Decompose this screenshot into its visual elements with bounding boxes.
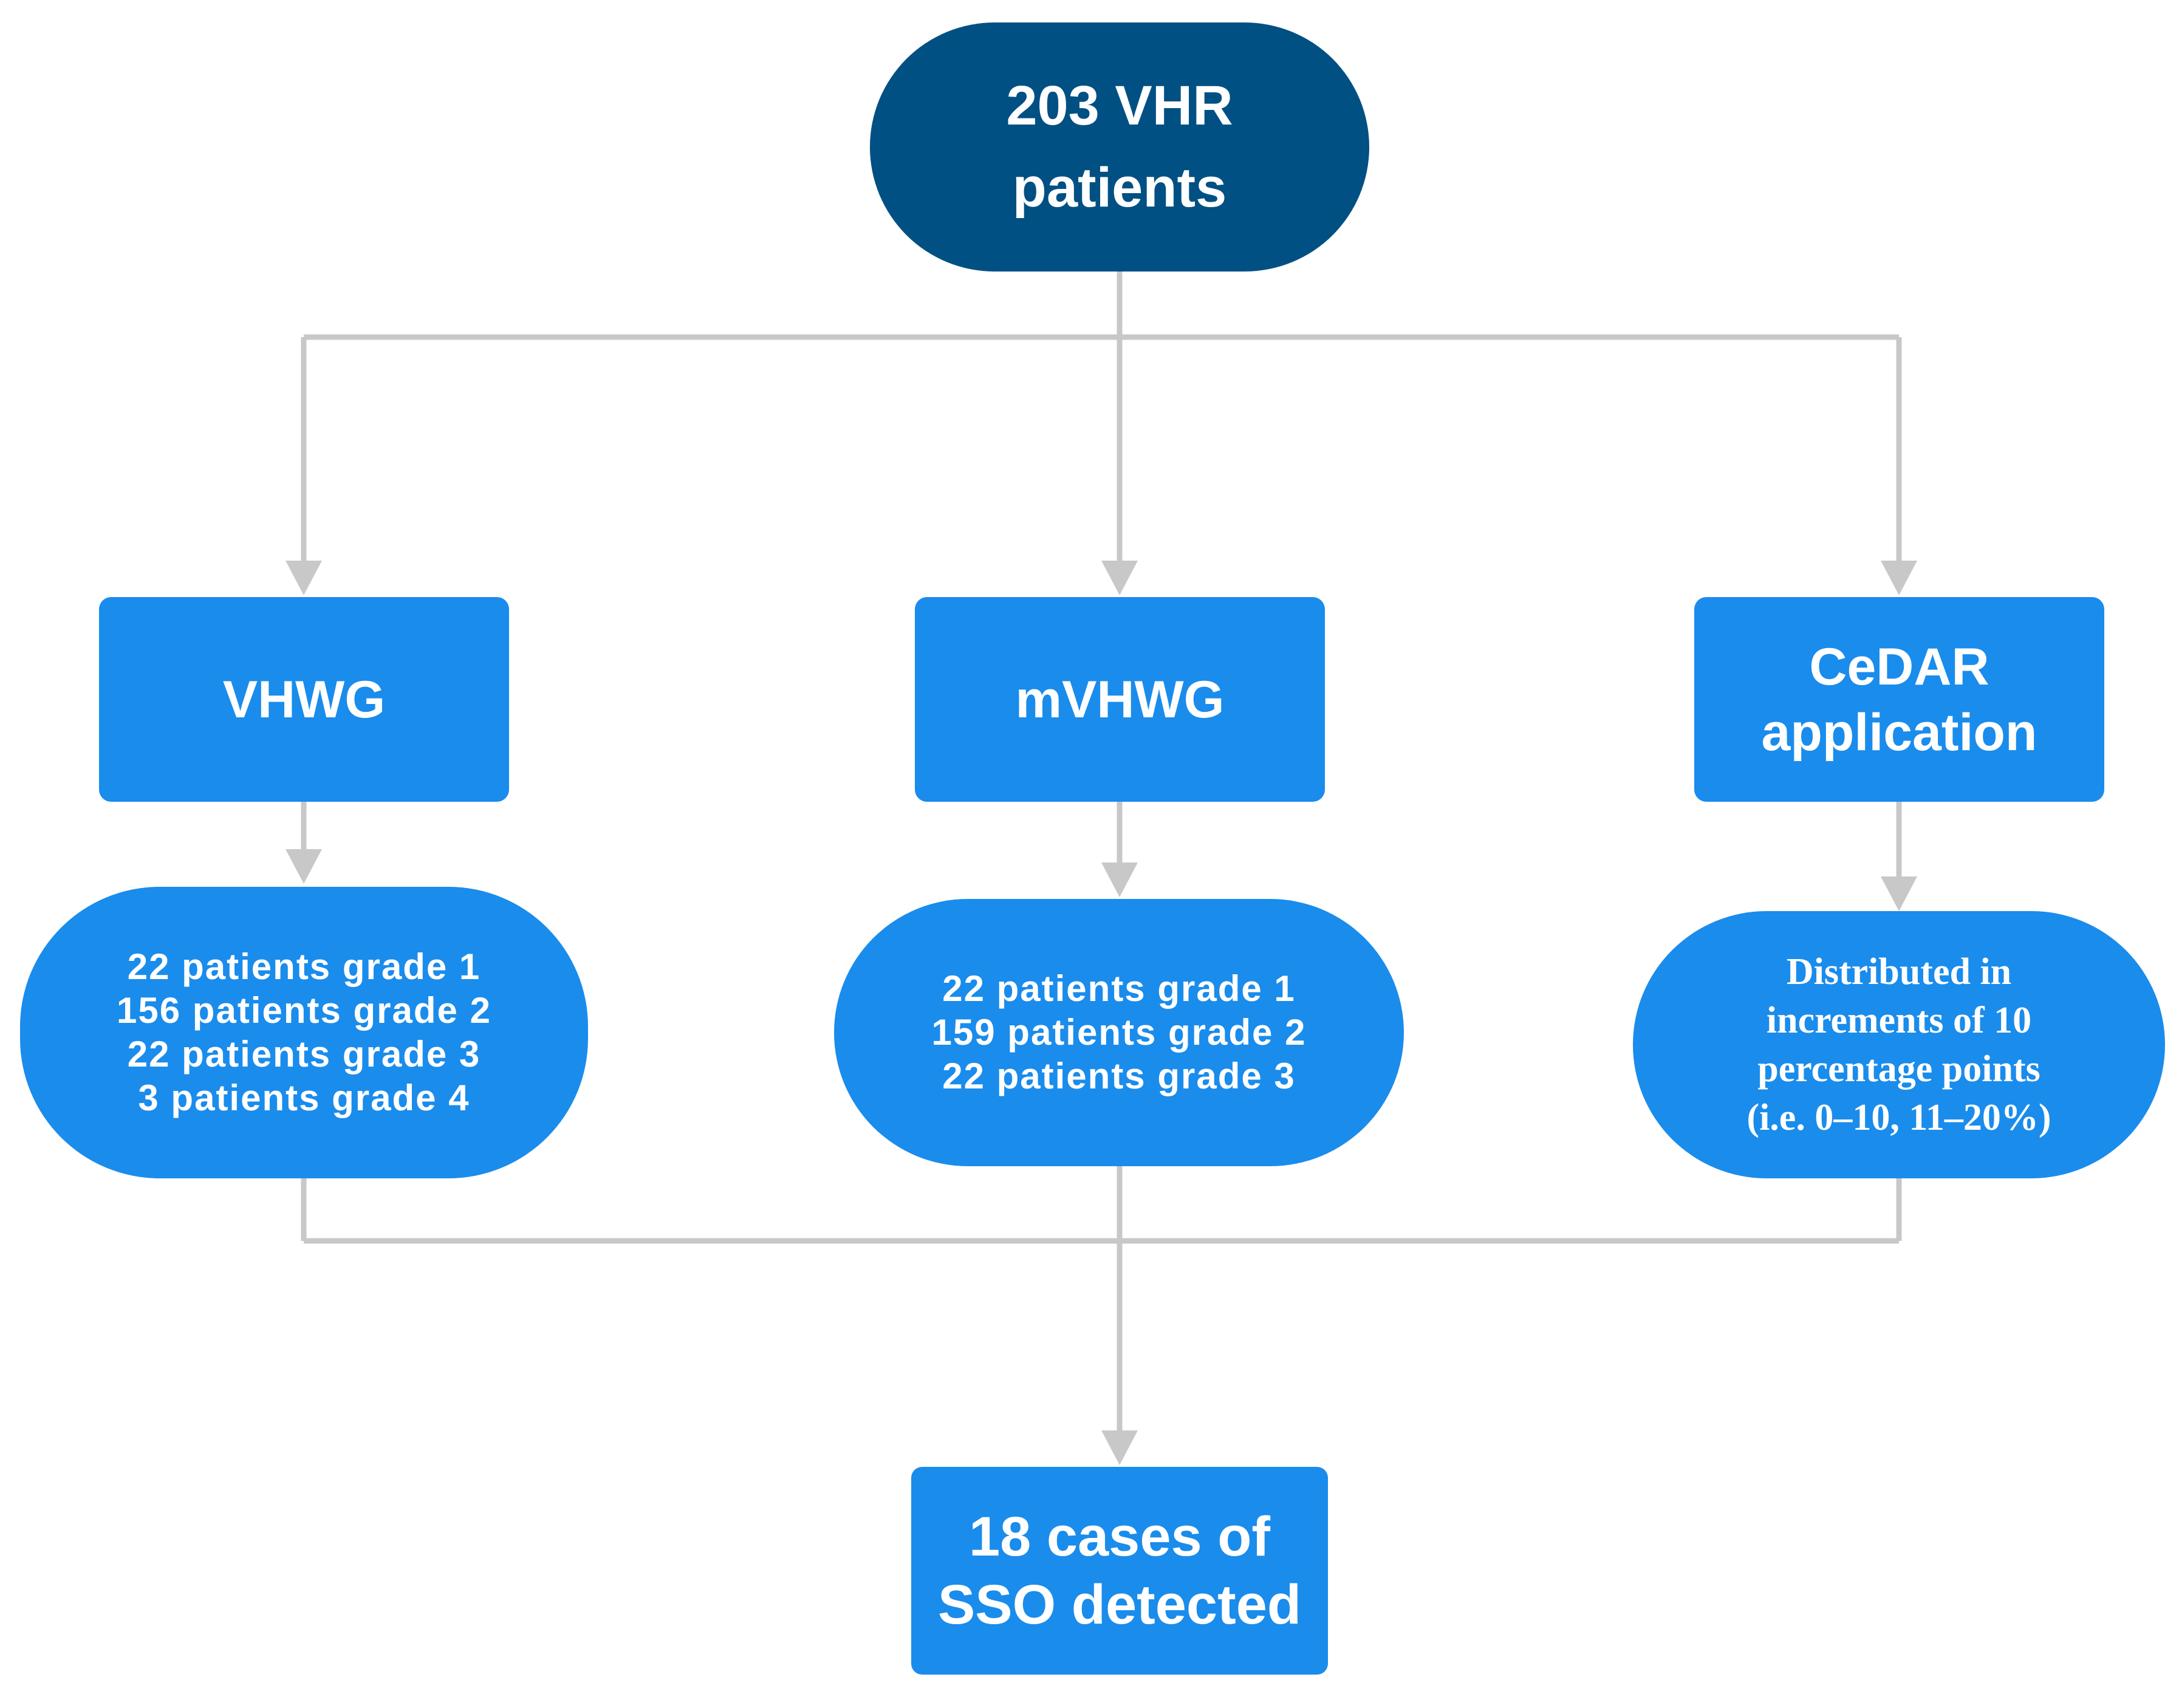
mvhwg-label: mVHWG [1015, 670, 1225, 729]
cedar-result-line-1: Distributed in [1786, 951, 2012, 992]
cedar-result-line-4: (i.e. 0–10, 11–20%) [1746, 1097, 2051, 1138]
end-node: 18 cases of SSO detected [911, 1467, 1328, 1675]
cedar-label-line-1: CeDAR [1809, 637, 1989, 696]
start-node: 203 VHR patients [870, 22, 1369, 272]
arrowhead-cedar-result [1881, 876, 1917, 911]
vhwg-result-line-3: 22 patients grade 3 [127, 1034, 481, 1074]
mvhwg-result-box: 22 patients grade 1 159 patients grade 2… [834, 899, 1404, 1166]
vhwg-box: VHWG [99, 597, 509, 802]
vhwg-result-line-4: 3 patients grade 4 [138, 1078, 470, 1118]
mvhwg-box: mVHWG [915, 597, 1325, 802]
start-node-label-line-2: patients [1012, 157, 1227, 219]
arrowhead-mvhwg [1101, 561, 1138, 595]
cedar-label-line-2: application [1761, 703, 2037, 762]
arrowhead-vhwg-result [286, 849, 322, 884]
cedar-box: CeDAR application [1694, 597, 2104, 802]
vhwg-label: VHWG [222, 670, 386, 729]
arrowhead-end [1101, 1430, 1138, 1465]
vhwg-result-line-1: 22 patients grade 1 [127, 946, 481, 987]
cedar-result-line-3: percentage points [1757, 1048, 2040, 1090]
mvhwg-result-line-1: 22 patients grade 1 [942, 968, 1296, 1009]
arrowhead-vhwg [286, 561, 322, 595]
vhwg-result-box: 22 patients grade 1 156 patients grade 2… [20, 887, 588, 1178]
end-label-line-1: 18 cases of [968, 1506, 1271, 1568]
arrowhead-cedar [1881, 561, 1917, 595]
start-node-label-line-1: 203 VHR [1006, 75, 1233, 137]
cedar-result-line-2: increments of 10 [1766, 1000, 2032, 1041]
cedar-result-box: Distributed in increments of 10 percenta… [1633, 911, 2165, 1178]
vhwg-result-line-2: 156 patients grade 2 [117, 990, 491, 1031]
end-label-line-2: SSO detected [937, 1574, 1302, 1636]
mvhwg-result-line-2: 159 patients grade 2 [931, 1012, 1307, 1053]
arrowhead-mvhwg-result [1101, 863, 1138, 897]
mvhwg-result-line-3: 22 patients grade 3 [942, 1056, 1296, 1096]
